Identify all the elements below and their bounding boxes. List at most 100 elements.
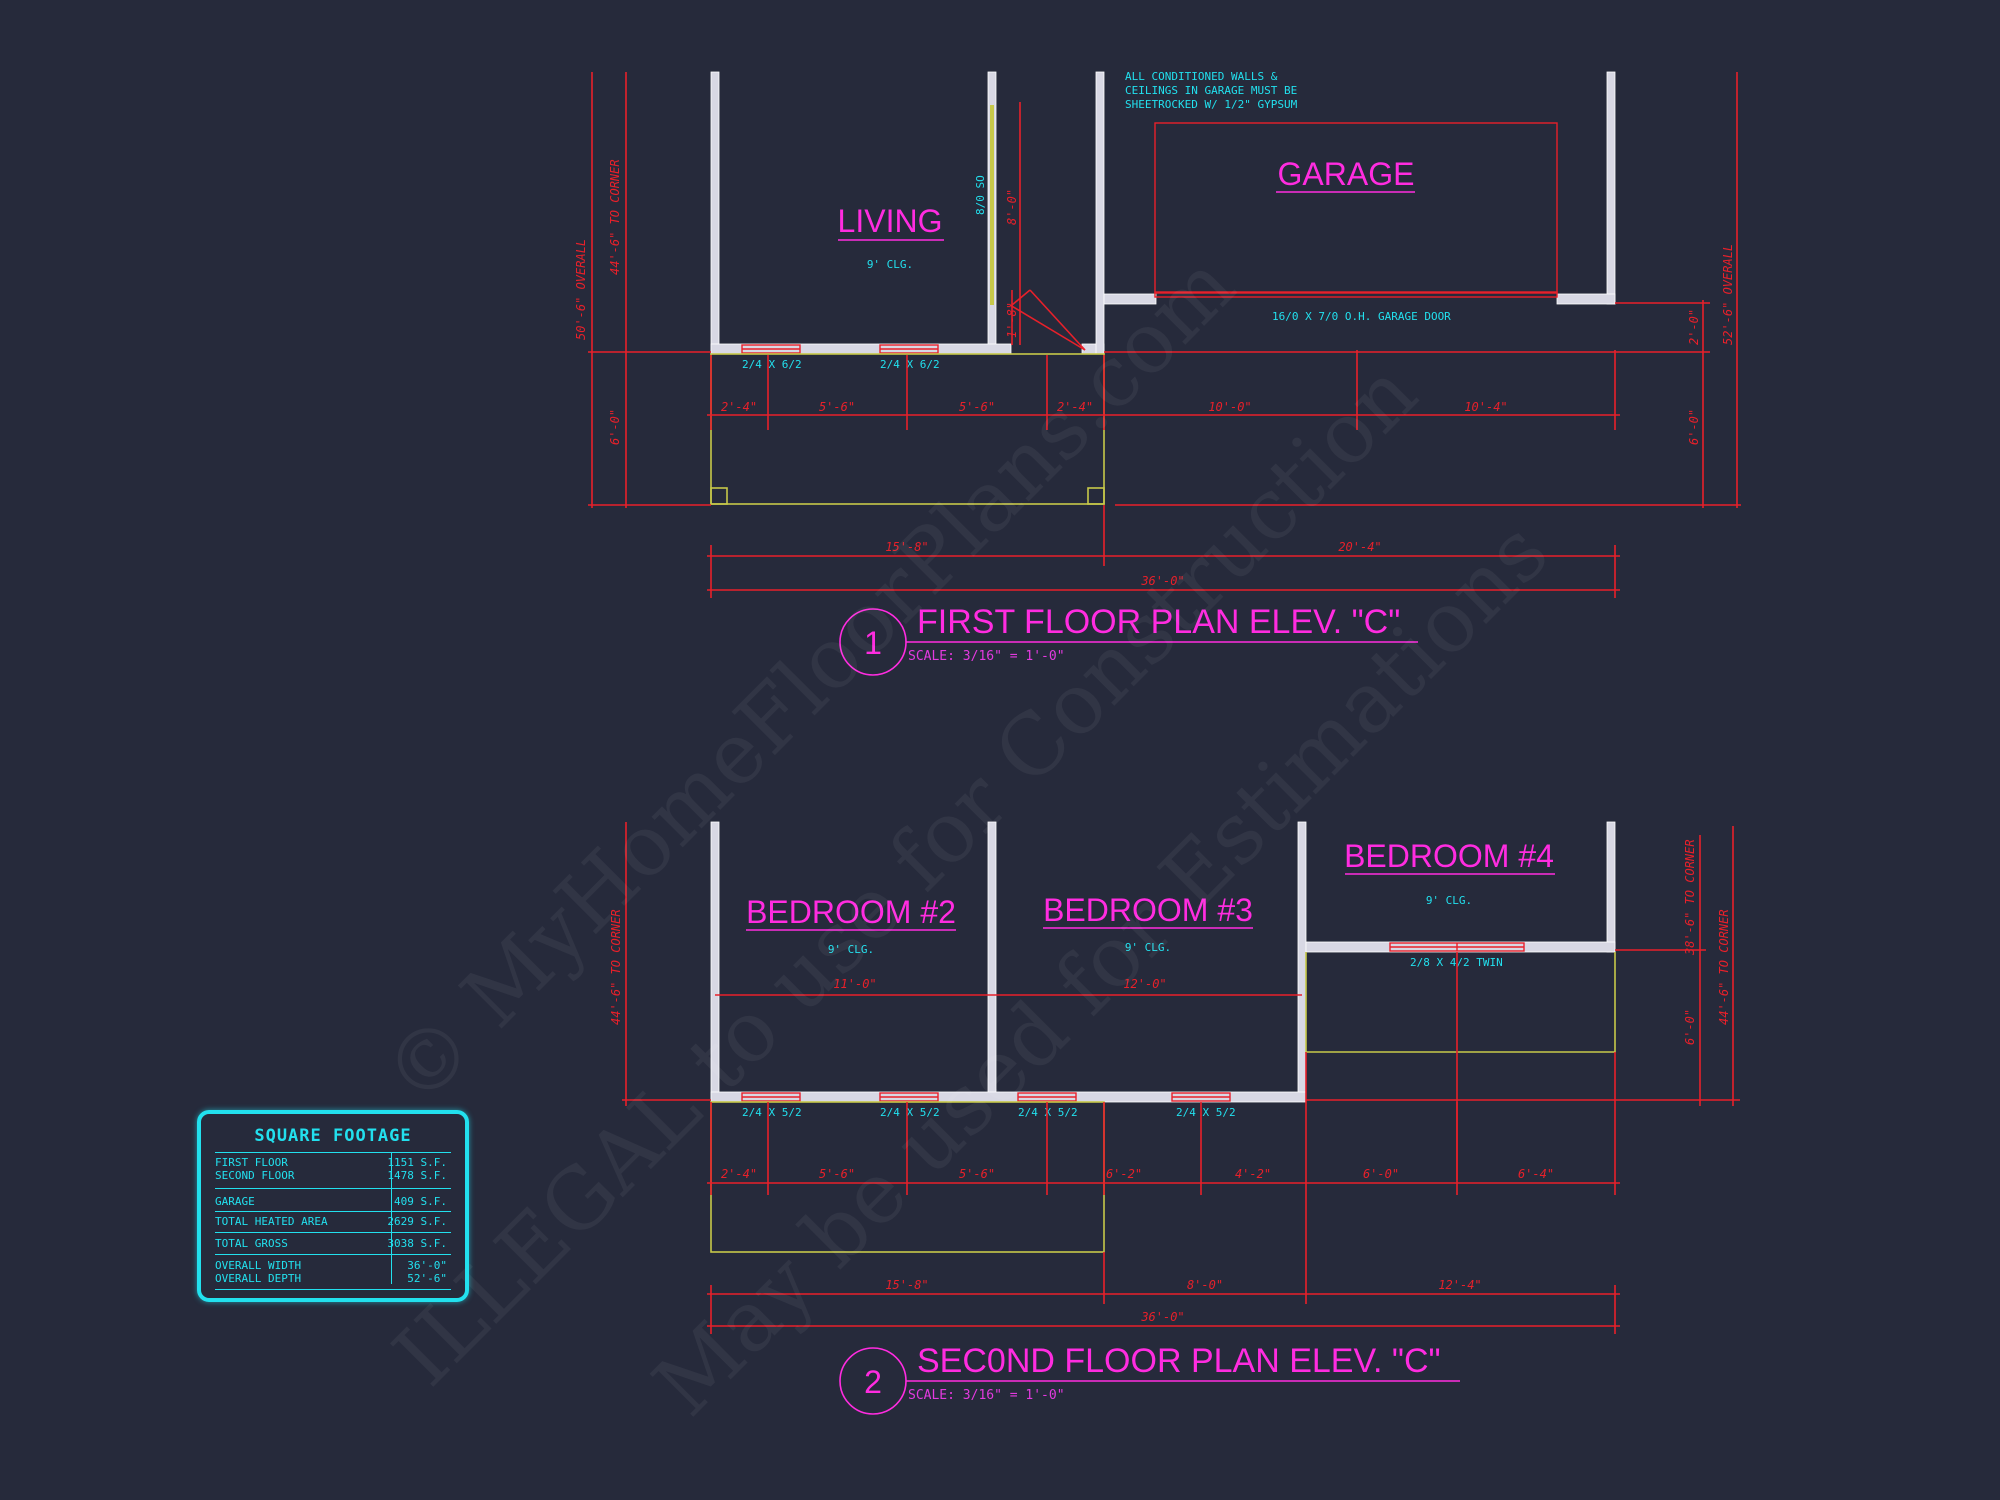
first-floor-number: 1 [864, 625, 882, 661]
second-seg-1: 2'-4" [721, 1167, 757, 1181]
first-left-bottom-dim: 6'-0" [608, 409, 622, 445]
first-window-2-label: 2/4 X 6/2 [880, 358, 940, 371]
first-seg-2: 5'-6" [819, 400, 855, 414]
sqft-label: SECOND FLOOR [215, 1169, 295, 1182]
first-right-upper-dim: 2'-0" [1687, 309, 1701, 345]
sqft-row-second-floor: SECOND FLOOR 1478 S.F. [215, 1169, 451, 1183]
second-floor-scale: SCALE: 3/16" = 1'-0" [908, 1388, 1065, 1403]
sqft-value: 2629 S.F. [387, 1215, 447, 1228]
second-window-3-label: 2/4 X 5/2 [1018, 1106, 1078, 1119]
watermark-line-2: ILLEGAL to use for Construction [375, 344, 1436, 1405]
sqft-value: 1478 S.F. [387, 1169, 447, 1182]
sqft-value: 52'-6" [407, 1272, 447, 1285]
sqft-row-total-gross: TOTAL GROSS 3038 S.F. [215, 1237, 451, 1251]
first-seg-1: 2'-4" [721, 400, 757, 414]
first-left-outer-dim: 50'-6" OVERALL [574, 239, 588, 340]
first-segment-ticks [710, 350, 1616, 430]
sqft-row-total-heated: TOTAL HEATED AREA 2629 S.F. [215, 1215, 451, 1229]
second-window-1-label: 2/4 X 5/2 [742, 1106, 802, 1119]
garage-label: GARAGE [1278, 156, 1415, 192]
bedroom4-ceiling: 9' CLG. [1426, 894, 1472, 907]
first-right-lower-dim: 6'-0" [1687, 409, 1701, 445]
sqft-label: OVERALL DEPTH [215, 1272, 302, 1285]
square-footage-title: SQUARE FOOTAGE [254, 1126, 412, 1146]
garage-front-wall-left [1103, 293, 1157, 305]
living-label: LIVING [838, 203, 943, 239]
first-overall-width: 36'-0" [1140, 574, 1184, 588]
first-floor-scale: SCALE: 3/16" = 1'-0" [908, 649, 1065, 664]
second-right-outer-dim: 44'-6" TO CORNER [1717, 909, 1731, 1025]
garage-front-wall-right [1556, 293, 1616, 305]
second-width-part-1: 15'-8" [885, 1278, 928, 1292]
second-width-part-3: 12'-4" [1438, 1278, 1481, 1292]
square-footage-table: SQUARE FOOTAGE FIRST FLOOR 1151 S.F. SEC… [197, 1110, 469, 1302]
sqft-label: FIRST FLOOR [215, 1156, 288, 1169]
bedroom2-width: 11'-0" [833, 977, 876, 991]
second-width-part-2: 8'-0" [1187, 1278, 1223, 1292]
bed4-right-wall [1606, 821, 1616, 953]
garage-note-line-2: CEILINGS IN GARAGE MUST BE [1125, 84, 1297, 97]
second-floor-title: SEC0ND FLOOR PLAN ELEV. "C" [917, 1342, 1441, 1380]
garage-door-outline [1154, 122, 1558, 294]
sqft-value: 1151 S.F. [387, 1156, 447, 1169]
sqft-value: 36'-0" [407, 1259, 447, 1272]
door-jamb [990, 105, 994, 305]
first-right-outer-dim: 52'-6" OVERALL [1721, 244, 1735, 345]
second-segment-ticks [710, 1052, 1616, 1195]
first-window-2 [879, 344, 939, 354]
first-seg-6: 10'-4" [1464, 400, 1507, 414]
door-so-label: 8/0 SO [974, 175, 987, 215]
first-floor-plan: 2/4 X 6/2 2/4 X 6/2 LIVING 9' CLG. GARAG… [574, 70, 1741, 676]
garage-note-line-3: SHEETROCKED W/ 1/2" GYPSUM [1125, 98, 1298, 111]
entry-door-swing [1009, 289, 1086, 351]
second-roof-outline-right [1305, 952, 1616, 1053]
first-floor-title: FIRST FLOOR PLAN ELEV. "C" [917, 603, 1400, 641]
first-seg-4: 2'-4" [1057, 400, 1093, 414]
second-window-4-label: 2/4 X 5/2 [1176, 1106, 1236, 1119]
first-window-1 [741, 344, 801, 354]
second-window-2-label: 2/4 X 5/2 [880, 1106, 940, 1119]
second-right-lower-dim: 6'-0" [1683, 1009, 1697, 1045]
sqft-label: TOTAL HEATED AREA [215, 1215, 328, 1228]
sqft-label: GARAGE [215, 1195, 255, 1208]
bedroom2-label: BEDROOM #2 [746, 894, 956, 930]
sqft-value: 409 S.F. [394, 1195, 447, 1208]
sqft-row-garage: GARAGE 409 S.F. [215, 1195, 451, 1209]
bedroom3-label: BEDROOM #3 [1043, 892, 1253, 928]
sqft-label: TOTAL GROSS [215, 1237, 288, 1250]
second-seg-3: 5'-6" [959, 1167, 995, 1181]
sqft-label: OVERALL WIDTH [215, 1259, 302, 1272]
living-left-wall [710, 71, 720, 355]
door-small-dim: 1'-8" [1005, 302, 1019, 338]
garage-left-wall [1095, 71, 1105, 355]
second-seg-6: 6'-0" [1363, 1167, 1399, 1181]
living-ceiling: 9' CLG. [867, 258, 913, 271]
second-overall-width: 36'-0" [1140, 1310, 1184, 1324]
second-left-inner-dim: 44'-6" TO CORNER [609, 909, 623, 1025]
sqft-row-overall-width: OVERALL WIDTH 36'-0" [215, 1259, 451, 1273]
bedroom2-ceiling: 9' CLG. [828, 943, 874, 956]
second-seg-5: 4'-2" [1235, 1167, 1271, 1181]
first-window-1-label: 2/4 X 6/2 [742, 358, 802, 371]
second-seg-4: 6'-2" [1106, 1167, 1142, 1181]
second-seg-2: 5'-6" [819, 1167, 855, 1181]
second-windows [741, 942, 1525, 1102]
second-seg-7: 6'-4" [1518, 1167, 1554, 1181]
first-left-inner-dim: 44'-6" TO CORNER [608, 159, 622, 275]
sqft-row-overall-depth: OVERALL DEPTH 52'-6" [215, 1272, 451, 1286]
first-width-left: 15'-8" [885, 540, 928, 554]
door-height-dim: 8'-0" [1005, 189, 1019, 225]
garage-note-line-1: ALL CONDITIONED WALLS & [1125, 70, 1278, 83]
first-width-right: 20'-4" [1338, 540, 1381, 554]
bedroom3-ceiling: 9' CLG. [1125, 941, 1171, 954]
second-floor-plan: 2/4 X 5/2 2/4 X 5/2 2/4 X 5/2 2/4 X 5/2 … [609, 821, 1740, 1415]
bedroom4-label: BEDROOM #4 [1344, 838, 1554, 874]
sqft-value: 3038 S.F. [387, 1237, 447, 1250]
second-floor-number: 2 [864, 1364, 882, 1400]
sqft-row-first-floor: FIRST FLOOR 1151 S.F. [215, 1156, 451, 1170]
first-seg-5: 10'-0" [1208, 400, 1251, 414]
garage-right-wall [1606, 71, 1616, 305]
first-seg-3: 5'-6" [959, 400, 995, 414]
second-right-upper-dim: 38'-6" TO CORNER [1683, 839, 1697, 956]
